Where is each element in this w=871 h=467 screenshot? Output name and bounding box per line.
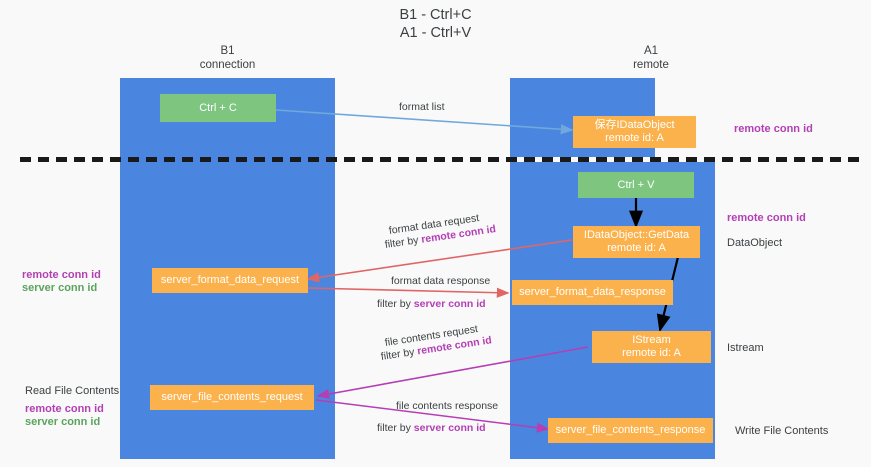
- node-server-file-contents-request[interactable]: server_file_contents_request: [150, 385, 314, 410]
- arrow-format-data-response: [307, 287, 510, 298]
- filter-key-server-conn-id: server conn id: [413, 422, 486, 434]
- edge-label-file-contents-response-filter: filter by server conn id: [377, 422, 486, 435]
- diagram-title: B1 - Ctrl+C A1 - Ctrl+V: [399, 7, 472, 41]
- edge-label-format-list: format list: [399, 101, 445, 113]
- column-header-a1: A1 remote: [633, 45, 669, 71]
- phase-divider-dashed-line: [20, 157, 859, 162]
- annotation-left-remote-conn-id: remote conn id: [22, 269, 101, 281]
- annotation-write-file-contents: Write File Contents: [735, 425, 829, 437]
- column-header-b1: B1 connection: [199, 45, 256, 71]
- annotation-left-server-conn-id-2: server conn id: [25, 416, 101, 428]
- swimlane-a1-remote-band2: [510, 162, 715, 459]
- annotation-remote-conn-id-top: remote conn id: [734, 123, 813, 135]
- node-ctrl-v[interactable]: Ctrl + V: [578, 172, 694, 198]
- node-istream[interactable]: IStream remote id: A: [592, 331, 711, 363]
- node-server-format-data-request[interactable]: server_format_data_request: [152, 268, 308, 293]
- node-server-format-data-response[interactable]: server_format_data_response: [512, 280, 673, 305]
- node-ctrl-c[interactable]: Ctrl + C: [160, 94, 276, 122]
- edge-label-format-data-response: format data response: [391, 275, 491, 287]
- edge-label-format-data-response-filter: filter by server conn id: [377, 298, 486, 311]
- annotation-read-file-contents: Read File Contents: [25, 385, 120, 397]
- annotation-remote-conn-id-mid: remote conn id: [727, 212, 806, 224]
- node-idataobject-getdata[interactable]: IDataObject::GetData remote id: A: [573, 226, 700, 258]
- annotation-left-server-conn-id: server conn id: [22, 282, 98, 294]
- node-server-file-contents-response[interactable]: server_file_contents_response: [548, 418, 713, 443]
- annotation-left-remote-conn-id-2: remote conn id: [25, 403, 104, 415]
- node-store-idataobject[interactable]: 保存IDataObject remote id: A: [573, 116, 696, 148]
- filter-prefix: filter by: [377, 298, 414, 310]
- filter-prefix: filter by: [377, 422, 414, 434]
- annotation-dataobject: DataObject: [727, 237, 783, 249]
- edge-label-file-contents-response: file contents response: [396, 400, 499, 412]
- filter-key-server-conn-id: server conn id: [413, 298, 486, 310]
- annotation-istream: Istream: [727, 342, 764, 354]
